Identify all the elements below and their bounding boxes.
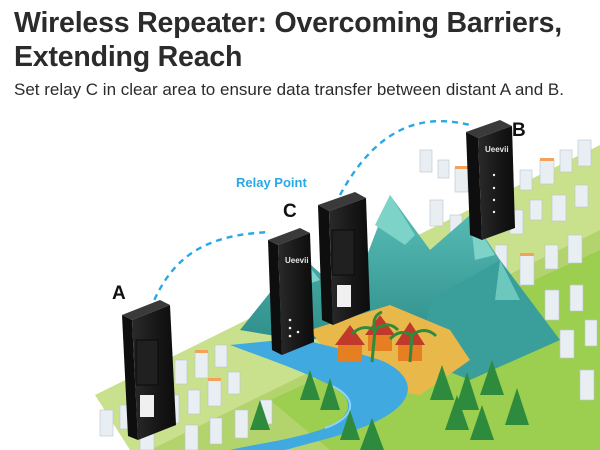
- link-c-to-b: [338, 120, 471, 196]
- device-a: [122, 300, 176, 440]
- device-c-front: Ueevii: [268, 228, 314, 355]
- relay-point-caption: Relay Point: [236, 175, 307, 190]
- device-brand-c: Ueevii: [285, 256, 309, 265]
- link-a-to-c: [148, 230, 271, 311]
- wireless-links: [148, 120, 471, 311]
- trees: [250, 360, 529, 450]
- device-c-back: [318, 192, 370, 325]
- device-brand-b: Ueevii: [485, 145, 509, 154]
- node-label-c: C: [283, 201, 297, 222]
- device-b: Ueevii: [466, 120, 515, 240]
- buildings: [99, 139, 598, 450]
- page-subtitle: Set relay C in clear area to ensure data…: [14, 80, 564, 99]
- river: [230, 338, 408, 450]
- page-title: Wireless Repeater: Overcoming Barriers, …: [14, 7, 562, 73]
- node-label-b: B: [512, 120, 526, 141]
- palm-trees: [350, 310, 438, 363]
- node-label-a: A: [112, 283, 126, 304]
